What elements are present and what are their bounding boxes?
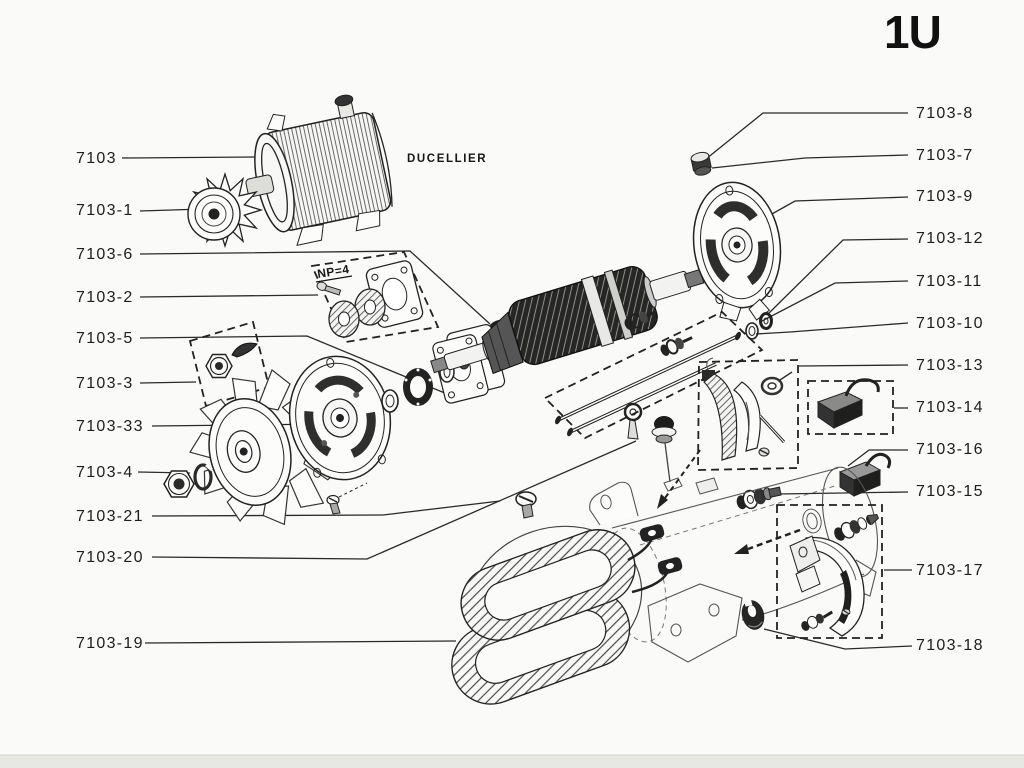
part-label: 7103-19 [76, 635, 144, 652]
part-label: 7103-2 [76, 289, 134, 306]
part-label: 7103-7 [916, 147, 974, 164]
brand-name: DUCELLIER [407, 153, 487, 165]
part-label: 7103-6 [76, 246, 134, 263]
coil-terminal [657, 557, 683, 575]
pulley-fan [186, 171, 264, 249]
part-labels: 7103 7103-1 7103-6 7103-2 7103-5 7103-3 … [76, 105, 984, 654]
assembly-arrow [657, 449, 801, 554]
part-label: 7103-11 [916, 273, 983, 290]
terminal-stud [736, 486, 782, 510]
shaft-nut [163, 470, 195, 498]
lock-washer [193, 463, 213, 491]
coil-terminal [639, 524, 665, 542]
cooling-fan [187, 368, 349, 530]
brush-small [702, 370, 715, 381]
rear-end-plate [692, 181, 782, 322]
part-label: 7103-1 [76, 202, 134, 219]
np4-note: NP=4 [316, 262, 350, 281]
brush-gear-box [697, 357, 799, 471]
part-label: 7103-9 [916, 188, 974, 205]
np4-box: NP=4 [310, 251, 440, 343]
terminal-eyelet [623, 402, 643, 440]
field-brush [838, 452, 892, 497]
armature [430, 266, 705, 375]
part-label: 7103-17 [916, 562, 984, 579]
oiler-cap [690, 151, 712, 176]
scan-edge [0, 755, 1024, 768]
part-label: 7103-20 [76, 549, 144, 566]
part-label: 7103-16 [916, 441, 984, 458]
part-label: 7103-13 [916, 357, 984, 374]
part-label: 7103-3 [76, 375, 134, 392]
field-coils [451, 524, 683, 705]
part-label: 7103-5 [76, 330, 134, 347]
plate-screw [326, 482, 368, 515]
brush-box [807, 378, 894, 435]
grommet [741, 599, 765, 630]
tie-rod-box [543, 310, 764, 440]
spring-coil [760, 376, 784, 396]
drive-end-plate [288, 355, 392, 481]
part-label: 7103-4 [76, 464, 134, 481]
leader-lines [121, 112, 913, 650]
part-label: 7103-14 [916, 399, 984, 416]
part-label: 7103-12 [916, 230, 984, 247]
page-code: 1U [884, 6, 941, 58]
brush-holder-box [776, 504, 883, 639]
part-label: 7103-15 [916, 483, 984, 500]
generator-assembly [186, 94, 393, 249]
part-label: 7103-18 [916, 637, 984, 654]
part-label: 7103-33 [76, 418, 144, 435]
part-label: 7103 [76, 150, 117, 167]
housing-screw [515, 491, 537, 519]
part-label: 7103-21 [76, 508, 144, 525]
dome-stud [651, 416, 683, 492]
part-label: 7103-8 [916, 105, 974, 122]
thrust-washers [745, 312, 773, 340]
part-label: 7103-10 [916, 315, 984, 332]
screw [316, 281, 342, 296]
housing [589, 466, 878, 663]
